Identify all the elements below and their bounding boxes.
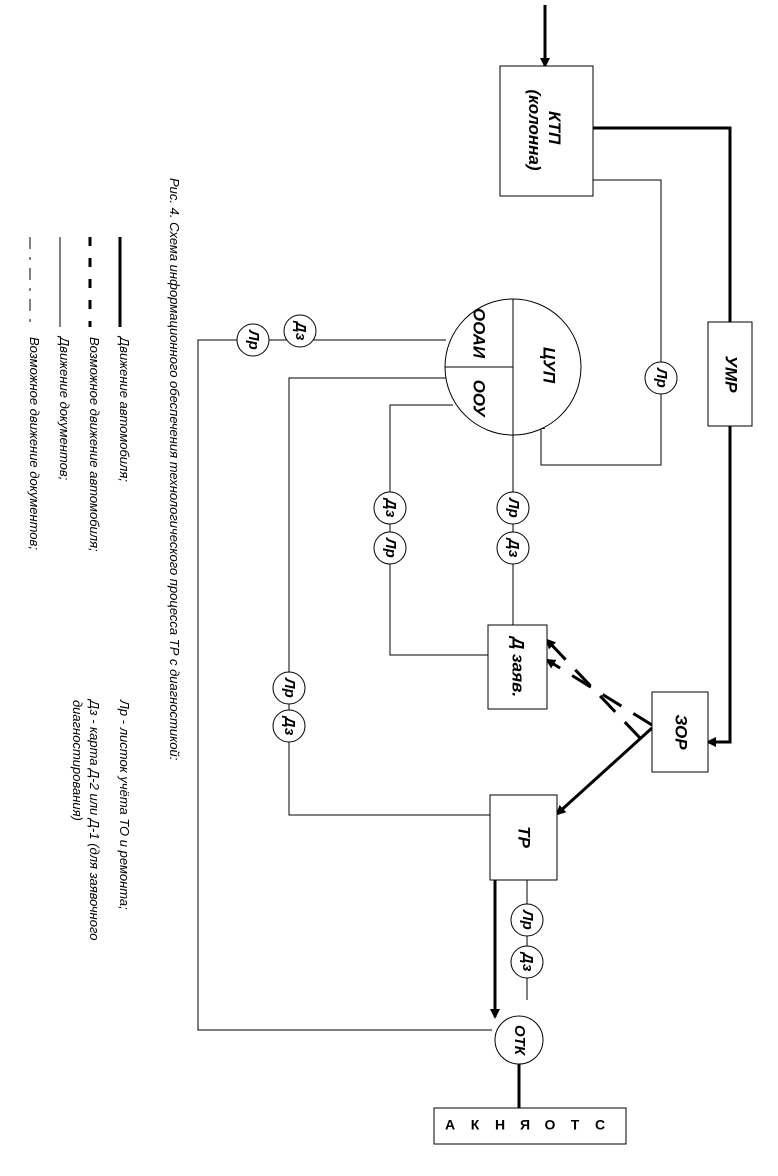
svg-text:Дз: Дз [519,951,536,972]
legend-item-3: Движение документов; [57,335,72,481]
stoyanka-letter-5: Н [495,1117,505,1133]
ktp-to-zor-arrow [593,126,732,747]
otk-node: ОТК [494,1015,544,1065]
zor-to-dzayav-dashed-2 [545,658,653,727]
oou-label: ООУ [470,380,489,418]
lr-badge-ooai-dzayav: Лр [373,531,407,565]
vehicle-flow-lines [490,5,732,1108]
dz-note-2: диагностирования) [70,700,85,821]
dzayav-node: Д заяв. [487,624,548,710]
svg-text:Дз: Дз [281,715,298,736]
lr-note: Лр - листок учёта ТО и ремонта; [117,699,132,910]
tr-node: ТР [489,794,558,881]
svg-text:Дз: Дз [382,497,399,518]
svg-text:Лр: Лр [653,367,670,387]
svg-text:Лр: Лр [519,909,536,929]
ooai-label: ООАИ [470,308,489,359]
legend-item-4: Возможное движение документов; [27,337,42,550]
legend-item-2: Возможное движение автомобиля; [87,337,102,552]
svg-text:Лр: Лр [245,329,262,349]
lr-badge-cup-dzayav: Лр [496,491,530,525]
umr-label: УМР [722,355,741,393]
svg-text:Дз: Дз [505,537,522,558]
doc-badges: Лр Дз Лр Лр Дз Дз Лр Лр [236,314,678,979]
stoyanka-letter-7: А [445,1117,455,1133]
lr-badge-oou-tr: Лр [272,671,306,705]
figure-caption: Рис. 4. Схема информационного обеспечени… [167,178,182,761]
document-flow-lines [197,179,662,1031]
cup-label: ЦУП [540,347,559,384]
ktp-label: КТП (колонна) [525,89,564,170]
stoyanka-letter-4: Я [520,1117,530,1133]
ktp-node: КТП (колонна) [499,65,594,197]
stoyanka-letter-1: С [595,1117,605,1133]
cup-node: ЦУП ООАИ ООУ [444,298,582,436]
otk-label: ОТК [511,1025,528,1057]
tr-label: ТР [515,826,534,848]
dz-badge-tr-otk: Дз [510,945,544,979]
zor-label: ЗОР [672,714,691,750]
possible-vehicle-flow [545,638,653,740]
legend: Движение автомобиля; Возможное движение … [27,237,132,552]
svg-text:Дз: Дз [292,320,309,341]
ooai-dzayav-doc-line [389,404,488,656]
zor-to-dzayav-dashed-1 [545,638,642,740]
dz-badge-cup-left: Дз [283,314,317,348]
abbrev-notes: Лр - листок учёта ТО и ремонта; Дз - кар… [70,698,132,940]
stoyanka-letter-3: О [545,1117,556,1133]
legend-item-1: Движение автомобиля; [117,335,132,482]
lr-badge-ktp-cup: Лр [644,361,678,395]
stoyanka-node: С Т О Я Н К А [433,1107,627,1145]
dz-note-1: Дз - карта Д-2 или Д-1 (для заявочного [87,698,102,940]
stoyanka-letter-6: К [471,1117,480,1133]
zor-node: ЗОР [651,691,709,773]
stoyanka-letter-2: Т [571,1117,580,1133]
svg-text:Лр: Лр [281,677,298,697]
dzayav-label: Д заяв. [509,635,528,697]
lr-badge-cup-left: Лр [236,323,270,357]
svg-text:Лр: Лр [505,497,522,517]
dz-badge-cup-dzayav: Дз [496,531,530,565]
ktp-to-cup-doc-line [537,179,662,466]
oou-tr-doc-line [288,377,490,816]
svg-text:Лр: Лр [382,537,399,557]
cup-otk-doc-line [197,339,492,1031]
lr-badge-tr-otk: Лр [510,903,544,937]
dz-badge-ooai-dzayav: Дз [373,491,407,525]
umr-node: УМР [707,321,753,427]
zor-to-tr-arrow [555,726,654,816]
dz-badge-oou-tr: Дз [272,709,306,743]
